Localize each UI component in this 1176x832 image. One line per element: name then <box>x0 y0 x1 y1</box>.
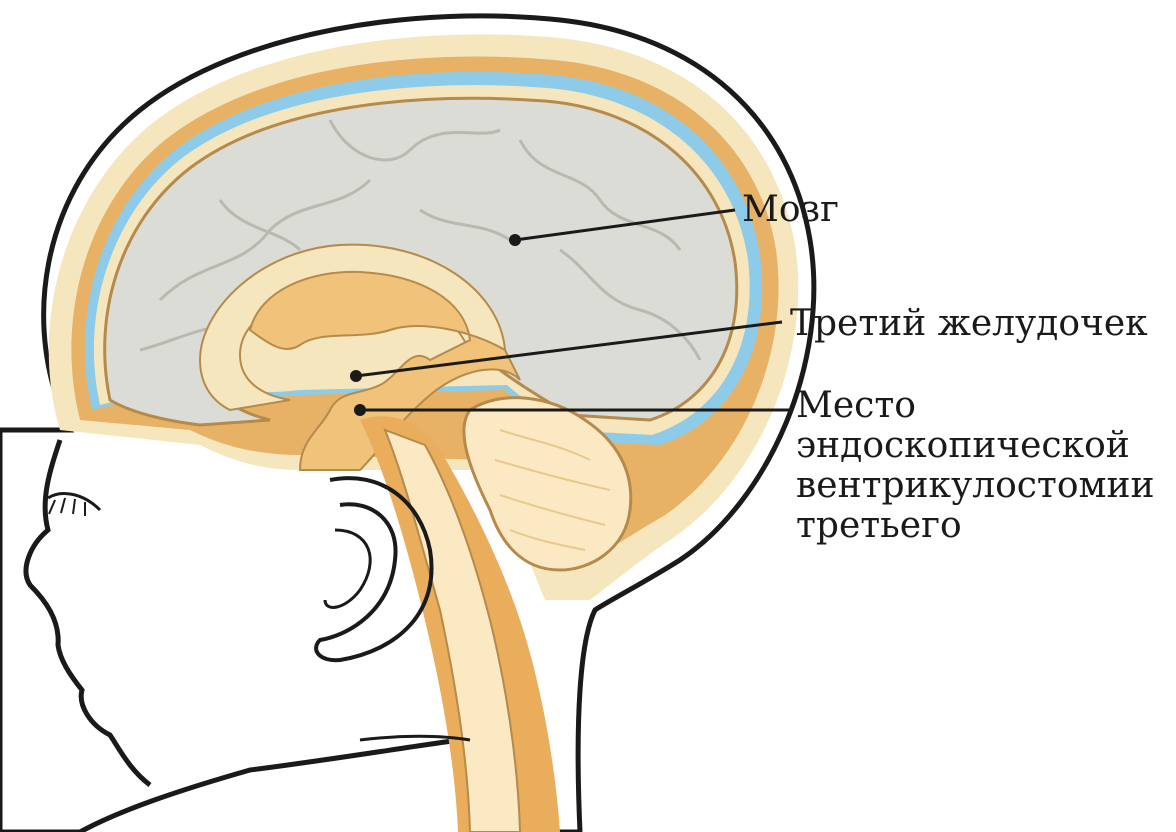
label-etv-line-3: вентрикулостомии <box>796 466 1155 506</box>
label-etv-line-2: эндоскопической <box>796 426 1155 466</box>
dot-third-ventricle <box>350 370 362 382</box>
dot-brain <box>509 234 521 246</box>
label-etv-line-4: третьего <box>796 506 1155 546</box>
label-etv-line-1: Место <box>796 386 1155 426</box>
dot-etv <box>354 404 366 416</box>
label-third-ventricle: Третий желудочек <box>790 304 1148 344</box>
label-brain: Мозг <box>742 190 839 230</box>
label-etv-site: Место эндоскопической вентрикулостомии т… <box>796 386 1155 546</box>
